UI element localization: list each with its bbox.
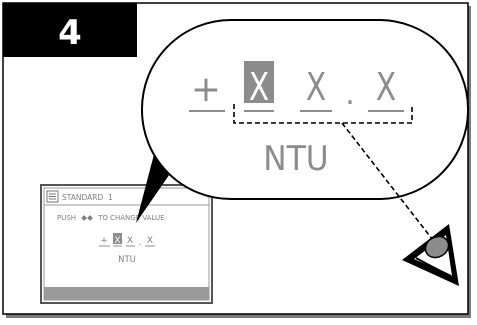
instruction-left: PUSH xyxy=(57,214,76,222)
sight-line xyxy=(341,122,437,245)
display-screen xyxy=(43,187,210,301)
zoom-unit: NTU xyxy=(263,139,328,179)
display-separator: . xyxy=(139,238,142,248)
display-instruction: PUSH ◆◆ TO CHANGE VALUE xyxy=(57,213,165,222)
display-unit: NTU xyxy=(118,255,136,265)
display-status-bar xyxy=(44,287,209,300)
zoom-sign: + xyxy=(191,69,221,110)
instrument-display: STANDARD 1 PUSH ◆◆ TO CHANGE VALUE + X X… xyxy=(40,184,213,304)
display-digit-3: X xyxy=(147,236,153,246)
eye-lid-line xyxy=(415,257,452,277)
display-sign: + xyxy=(100,236,108,246)
zoom-digit-3: X xyxy=(376,65,396,110)
instruction-right: TO CHANGE VALUE xyxy=(97,214,165,222)
eye-iris xyxy=(424,235,450,259)
zoom-digit-2: X xyxy=(306,65,326,110)
step-badge xyxy=(3,3,137,57)
zoom-separator: . xyxy=(345,77,355,112)
magnified-readout: + X X . X NTU xyxy=(189,61,413,179)
digit-group-bracket xyxy=(233,104,413,124)
zoom-selected-digit-highlight xyxy=(244,61,274,103)
eye-icon xyxy=(402,224,459,286)
document-icon xyxy=(46,190,59,203)
magnifier-bubble xyxy=(141,19,469,200)
arrow-buttons-icon: ◆◆ xyxy=(81,213,93,222)
zoom-digit-1: X xyxy=(249,65,269,110)
display-title: STANDARD 1 xyxy=(62,193,113,202)
display-digit-2: X xyxy=(127,236,133,246)
display-selected-digit-highlight xyxy=(113,233,122,244)
display-digit-1: X xyxy=(114,236,120,246)
step-number: 4 xyxy=(58,13,82,53)
